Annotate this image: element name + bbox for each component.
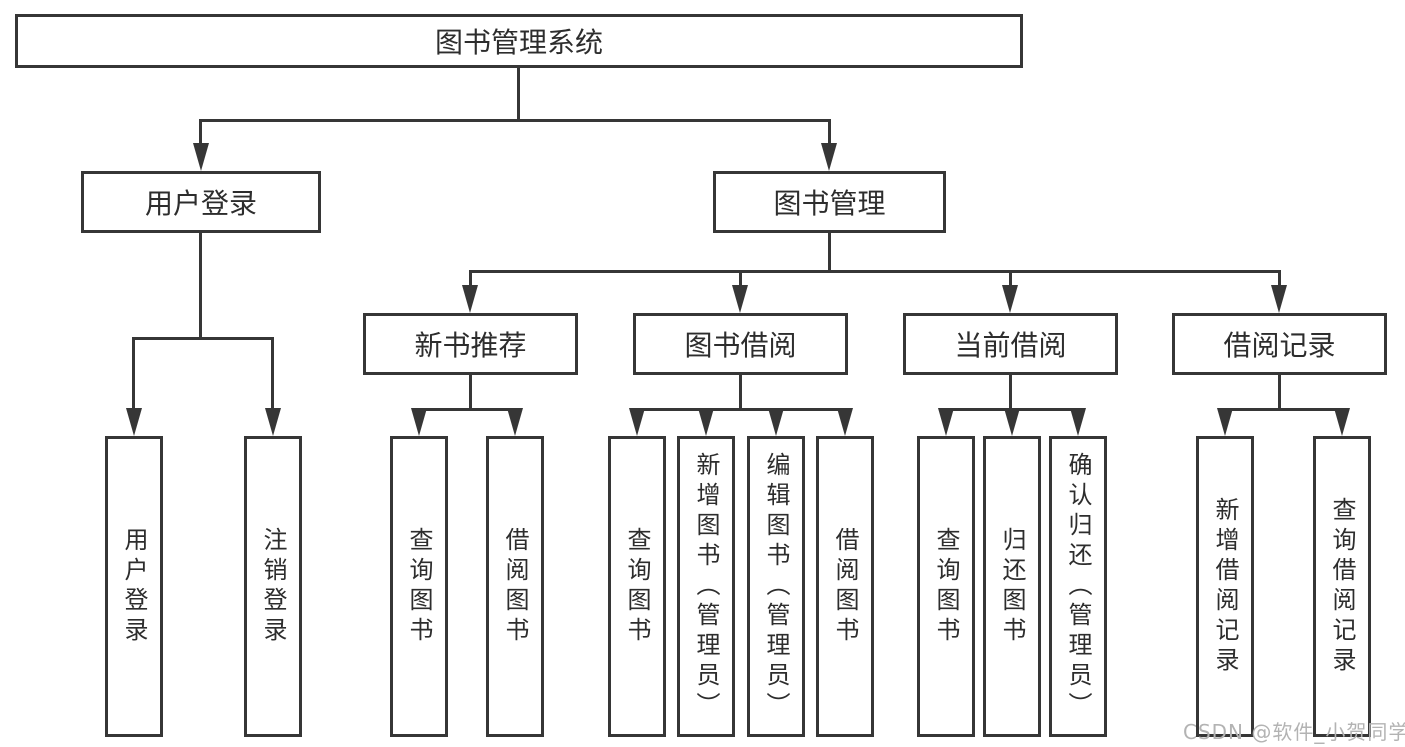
edge-book-mgmt-stem [828, 233, 831, 273]
arrow-to-book-borrow-icon [732, 285, 748, 313]
node-leaf-user-login-label: 用户登录 [120, 526, 148, 647]
edge-to-user-login-stem [199, 119, 202, 145]
node-book-mgmt: 图书管理 [713, 171, 946, 233]
node-leaf-return-book: 归还图书 [983, 436, 1041, 737]
node-book-mgmt-label: 图书管理 [773, 187, 886, 220]
arrow-to-leaf-borrow-book-rec-icon [507, 408, 523, 436]
node-leaf-borrow-book-borrow-label: 借阅图书 [831, 526, 859, 647]
node-borrow-records: 借阅记录 [1172, 313, 1387, 375]
node-new-book-rec-label: 新书推荐 [414, 329, 527, 362]
node-root-label: 图书管理系统 [434, 26, 603, 59]
node-root: 图书管理系统 [15, 14, 1023, 68]
arrow-to-leaf-borrow-book-borrow-icon [837, 408, 853, 436]
arrow-to-leaf-edit-book-icon [768, 408, 784, 436]
edge-to-leaf-logout-stem [271, 337, 274, 411]
arrow-to-leaf-confirm-return-icon [1070, 408, 1086, 436]
node-user-login: 用户登录 [81, 171, 321, 233]
csdn-watermark: CSDN @软件_小贺同学 [1183, 720, 1405, 744]
node-leaf-borrow-book-borrow: 借阅图书 [816, 436, 874, 737]
node-leaf-query-book-borrow-label: 查询图书 [623, 526, 651, 647]
edge-book-mgmt-branch [469, 270, 1281, 273]
node-borrow-records-label: 借阅记录 [1223, 329, 1336, 362]
node-leaf-logout-label: 注销登录 [259, 526, 287, 647]
node-leaf-borrow-book-rec: 借阅图书 [486, 436, 544, 737]
edge-to-book-mgmt-stem [828, 119, 831, 145]
node-book-borrow-label: 图书借阅 [684, 329, 797, 362]
node-user-login-label: 用户登录 [144, 187, 257, 220]
node-leaf-query-borrow-record: 查询借阅记录 [1313, 436, 1371, 737]
arrow-to-leaf-user-login-icon [126, 408, 142, 436]
arrow-to-book-mgmt-icon [821, 143, 837, 171]
arrow-to-leaf-query-book-current-icon [938, 408, 954, 436]
node-leaf-query-book-current: 查询图书 [917, 436, 975, 737]
edge-to-borrow-records-stem [1278, 270, 1281, 288]
node-new-book-rec: 新书推荐 [363, 313, 578, 375]
arrow-to-leaf-query-book-borrow-icon [629, 408, 645, 436]
node-leaf-add-book: 新增图书（管理员） [677, 436, 735, 737]
arrow-to-new-book-rec-icon [462, 285, 478, 313]
node-leaf-confirm-return: 确认归还（管理员） [1049, 436, 1107, 737]
edge-book-borrow-stem [739, 375, 742, 411]
node-leaf-add-book-label: 新增图书（管理员） [692, 451, 720, 722]
edge-to-current-borrow-stem [1009, 270, 1012, 288]
node-leaf-add-borrow-record-label: 新增借阅记录 [1211, 496, 1239, 677]
arrow-to-leaf-return-book-icon [1004, 408, 1020, 436]
arrow-to-leaf-logout-icon [265, 408, 281, 436]
edge-user-login-stem [199, 233, 202, 340]
arrow-to-leaf-add-borrow-record-icon [1217, 408, 1233, 436]
arrow-to-user-login-icon [193, 143, 209, 171]
node-leaf-user-login: 用户登录 [105, 436, 163, 737]
node-leaf-edit-book: 编辑图书（管理员） [747, 436, 805, 737]
node-leaf-add-borrow-record: 新增借阅记录 [1196, 436, 1254, 737]
edge-to-leaf-user-login-stem [132, 337, 135, 411]
node-leaf-query-book-rec-label: 查询图书 [405, 526, 433, 647]
arrow-to-leaf-query-borrow-record-icon [1334, 408, 1350, 436]
node-leaf-return-book-label: 归还图书 [998, 526, 1026, 647]
edge-to-book-borrow-stem [739, 270, 742, 288]
edge-current-borrow-stem [1009, 375, 1012, 411]
edge-root-branch [199, 119, 831, 122]
node-current-borrow: 当前借阅 [903, 313, 1118, 375]
node-leaf-query-book-current-label: 查询图书 [932, 526, 960, 647]
node-leaf-borrow-book-rec-label: 借阅图书 [501, 526, 529, 647]
node-leaf-edit-book-label: 编辑图书（管理员） [762, 451, 790, 722]
node-book-borrow: 图书借阅 [633, 313, 848, 375]
node-leaf-query-book-borrow: 查询图书 [608, 436, 666, 737]
edge-to-new-book-rec-stem [469, 270, 472, 288]
arrow-to-current-borrow-icon [1002, 285, 1018, 313]
node-leaf-query-book-rec: 查询图书 [390, 436, 448, 737]
edge-user-login-branch [132, 337, 274, 340]
node-leaf-logout: 注销登录 [244, 436, 302, 737]
arrow-to-leaf-query-book-rec-icon [411, 408, 427, 436]
edge-new-book-rec-stem [469, 375, 472, 411]
edge-borrow-records-stem [1278, 375, 1281, 411]
arrow-to-leaf-add-book-icon [698, 408, 714, 436]
arrow-to-borrow-records-icon [1271, 285, 1287, 313]
node-leaf-confirm-return-label: 确认归还（管理员） [1064, 451, 1092, 722]
edge-borrow-records-branch [1223, 408, 1343, 411]
edge-book-borrow-branch [635, 408, 846, 411]
node-leaf-query-borrow-record-label: 查询借阅记录 [1328, 496, 1356, 677]
edge-root-stem [517, 68, 520, 119]
edge-new-book-rec-branch [417, 408, 517, 411]
node-current-borrow-label: 当前借阅 [954, 329, 1067, 362]
